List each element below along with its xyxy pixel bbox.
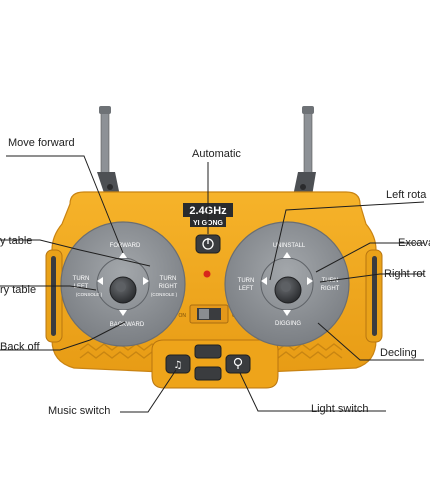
label-automatic: Automatic: [192, 148, 241, 160]
right-digging-label: DIGGING: [275, 321, 301, 327]
label-decling: Decling: [380, 347, 417, 359]
right-turn-right-2: RIGHT: [321, 286, 340, 292]
label-light-switch: Light switch: [311, 403, 369, 415]
switch-on-label: ON: [179, 313, 187, 319]
left-forward-label: FORWARD: [110, 243, 141, 249]
label-right-rot: Right rot: [384, 268, 426, 280]
left-turn-right-1: TURN: [160, 276, 177, 282]
left-turn-right-sub: (CONSOLE ): [151, 292, 178, 297]
label-ry-table: ry table: [0, 284, 37, 296]
light-button[interactable]: [225, 354, 251, 374]
svg-text:♫: ♫: [174, 360, 183, 371]
music-button[interactable]: ♫: [165, 354, 191, 374]
left-turn-left-2: LEFT: [74, 284, 89, 290]
right-joystick[interactable]: [274, 276, 302, 304]
label-move-forward: Move forward: [8, 137, 75, 149]
left-turn-left-sub: (CONSOLE ): [76, 292, 103, 297]
power-switch[interactable]: [189, 304, 229, 324]
left-backward-label: BACKWARD: [110, 322, 145, 328]
left-antenna: [97, 106, 120, 196]
right-antenna: [293, 106, 316, 196]
left-joystick[interactable]: [109, 276, 137, 304]
left-turn-right-2: RIGHT: [159, 284, 178, 290]
automatic-button[interactable]: [195, 234, 221, 254]
power-led: [203, 270, 211, 278]
right-uninstall-label: UNINSTALL: [273, 243, 306, 249]
callout-lines: [0, 155, 425, 413]
right-turn-left-1: TURN: [238, 278, 255, 284]
right-turn-left-2: LEFT: [239, 286, 254, 292]
label-music-switch: Music switch: [48, 405, 111, 417]
label-y-table: y table: [0, 235, 33, 247]
upper-middle-button[interactable]: [194, 344, 222, 359]
label-left-rota: Left rota: [386, 189, 427, 201]
left-turn-left-1: TURN: [73, 276, 90, 282]
label-excava: Excava: [398, 237, 430, 249]
label-back-off: Back off: [0, 341, 40, 353]
lower-middle-button[interactable]: [194, 366, 222, 381]
